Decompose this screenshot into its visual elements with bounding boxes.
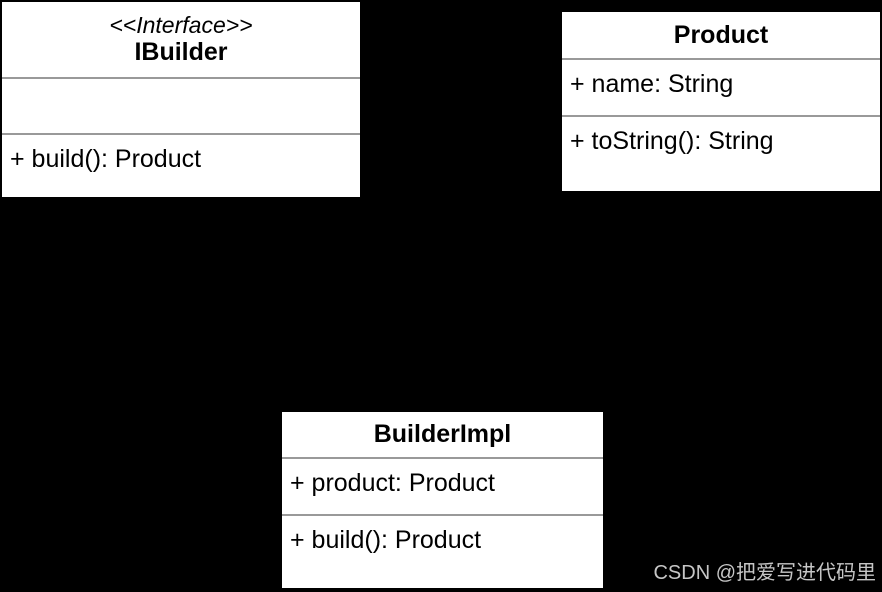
class-box-builderimpl: BuilderImpl + product: Product + build()… — [282, 412, 603, 588]
class-name-builderimpl: BuilderImpl — [373, 420, 512, 449]
methods-section-product: + toString(): String — [562, 115, 880, 191]
class-header-product: Product — [562, 12, 880, 58]
method-item-ibuilder-build: + build(): Product — [10, 145, 202, 173]
class-box-ibuilder: <<Interface>> IBuilder + build(): Produc… — [2, 2, 360, 197]
attribute-item-builderimpl-product: + product: Product — [290, 469, 495, 497]
methods-section-builderimpl: + build(): Product — [282, 514, 603, 588]
method-item-product-tostring: + toString(): String — [570, 127, 774, 155]
class-name-product: Product — [673, 20, 769, 49]
methods-section-ibuilder: + build(): Product — [2, 133, 360, 197]
attributes-section-ibuilder — [2, 77, 360, 133]
attributes-section-product: + name: String — [562, 58, 880, 115]
method-item-builderimpl-build: + build(): Product — [290, 526, 482, 554]
stereotype-label-ibuilder: <<Interface>> — [109, 11, 253, 38]
class-header-ibuilder: <<Interface>> IBuilder — [2, 2, 360, 77]
watermark-text: CSDN @把爱写进代码里 — [653, 562, 876, 584]
class-name-ibuilder: IBuilder — [134, 38, 228, 67]
attributes-section-builderimpl: + product: Product — [282, 457, 603, 514]
class-box-product: Product + name: String + toString(): Str… — [562, 12, 880, 191]
class-header-builderimpl: BuilderImpl — [282, 412, 603, 457]
attribute-item-product-name: + name: String — [570, 70, 734, 98]
